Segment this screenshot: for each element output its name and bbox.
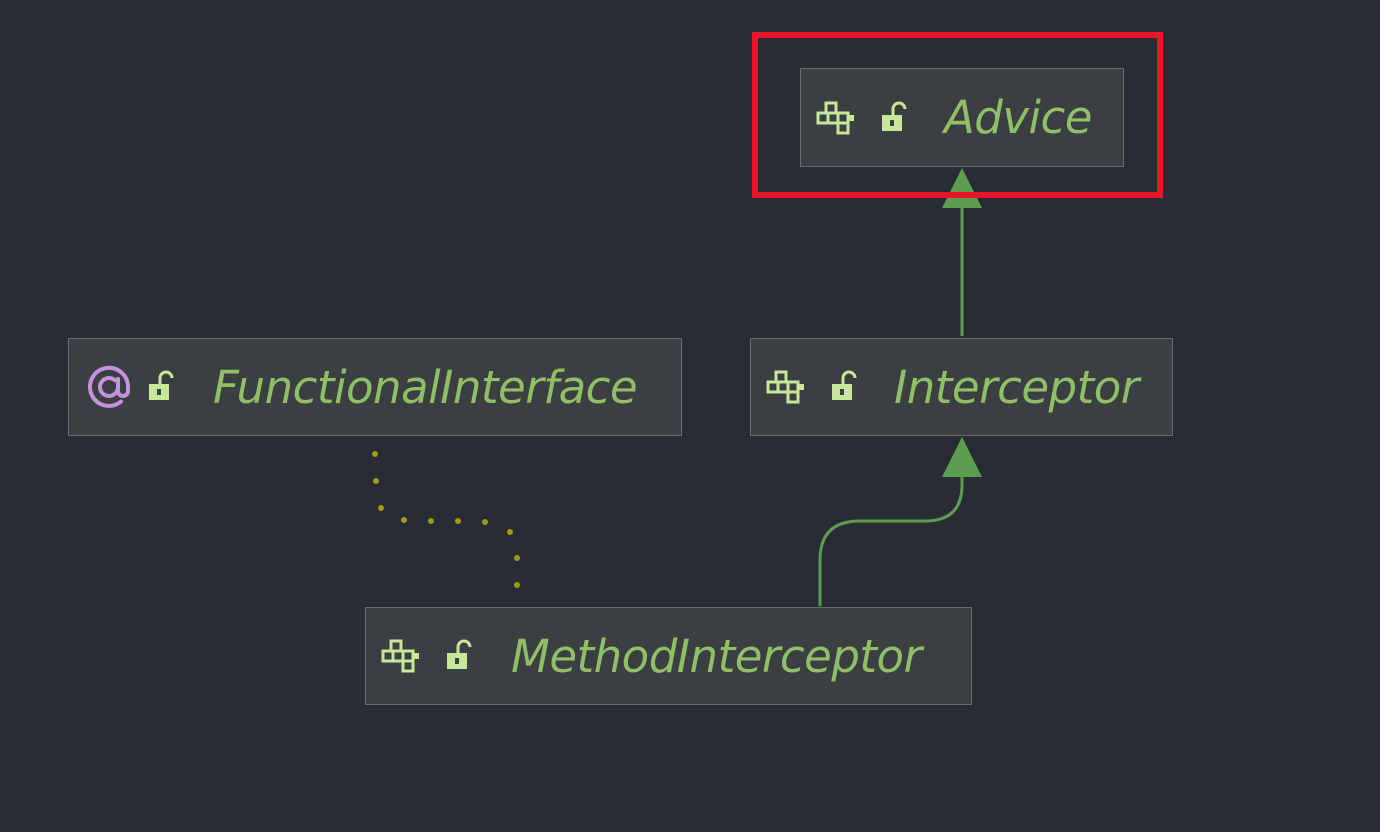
- edge-method-to-functional: [372, 451, 520, 588]
- interface-icon: [766, 370, 804, 404]
- node-method-interceptor[interactable]: MethodInterceptor: [365, 607, 972, 705]
- node-label: MethodInterceptor: [511, 629, 922, 683]
- node-label: Advice: [944, 91, 1092, 144]
- interface-icon: [816, 101, 854, 134]
- node-interceptor[interactable]: Interceptor: [750, 338, 1173, 436]
- node-label: FunctionalInterface: [213, 360, 638, 414]
- node-functional-interface[interactable]: FunctionalInterface: [68, 338, 682, 436]
- node-advice[interactable]: Advice: [800, 68, 1124, 167]
- lock-open-icon: [149, 370, 174, 400]
- edge-method-to-interceptor: [818, 476, 964, 606]
- highlight-box: [752, 32, 1163, 198]
- lock-open-icon: [832, 370, 857, 400]
- annotation-icon: [88, 365, 131, 408]
- node-label: Interceptor: [894, 360, 1139, 414]
- lock-open-icon: [882, 101, 907, 131]
- lock-open-icon: [447, 639, 472, 669]
- edge-interceptor-to-advice-arrowhead: [942, 168, 982, 208]
- interface-icon: [381, 639, 419, 673]
- edge-method-to-interceptor-arrowhead: [942, 437, 982, 477]
